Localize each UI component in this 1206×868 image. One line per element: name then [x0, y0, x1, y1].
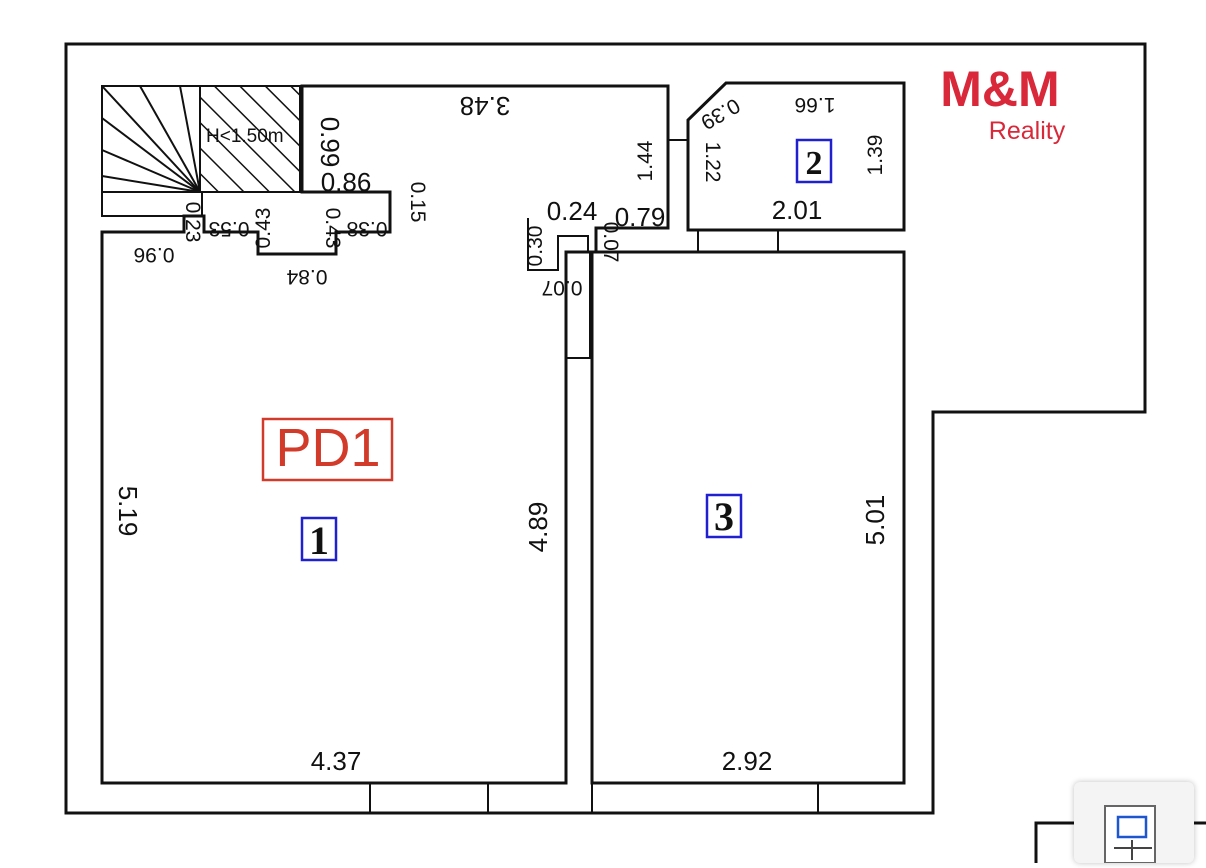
door-opening-room-2 [697, 229, 779, 253]
unit-label-frame [261, 417, 394, 482]
dim-0-30: 0.30 [524, 226, 547, 267]
dim-0-43-left: 0.43 [252, 208, 275, 249]
brand-logo-sub: Reality [989, 117, 1066, 145]
outer-wall [64, 42, 1147, 815]
room-2-number-frame [795, 138, 833, 184]
stair-treads [101, 85, 201, 193]
dim-0-07-bottom: 0.07 [542, 276, 583, 299]
unit-label: PD1 [275, 418, 380, 478]
dim-0-53: 0.53 [209, 217, 250, 240]
dim-3-48: 3.48 [460, 91, 511, 121]
low-height-hatch [199, 85, 301, 193]
dim-0-84: 0.84 [286, 265, 327, 288]
dim-0-79: 0.79 [615, 202, 666, 232]
stair-landing [101, 191, 203, 217]
room-1-number-frame [300, 516, 338, 562]
dim-0-96: 0.96 [134, 243, 175, 266]
floating-tool-widget[interactable] [1074, 782, 1194, 864]
dim-0-15: 0.15 [406, 182, 429, 223]
room-1-number: 1 [309, 518, 329, 563]
dim-2-92: 2.92 [722, 746, 773, 776]
dim-1-22: 1.22 [701, 142, 724, 183]
dim-0-24: 0.24 [547, 196, 598, 226]
dim-1-39: 1.39 [864, 135, 887, 176]
dim-1-66: 1.66 [795, 93, 836, 116]
door-opening-room-3 [591, 782, 819, 814]
room-3-number: 3 [714, 494, 734, 539]
dim-0-38: 0.38 [347, 217, 388, 240]
niche-outline [527, 218, 589, 271]
dim-4-37: 4.37 [311, 746, 362, 776]
dim-1-44: 1.44 [634, 140, 657, 181]
room-3-number-frame [705, 493, 743, 539]
dim-2-01: 2.01 [772, 195, 823, 225]
dim-4-89: 4.89 [523, 502, 553, 553]
door-opening-room-1 [369, 782, 489, 814]
dim-0-39: 0.39 [697, 93, 744, 133]
brand-logo: M&M [940, 61, 1059, 117]
dim-0-43-right: 0.43 [321, 208, 344, 249]
dim-0-07-right: 0.07 [599, 222, 622, 263]
chimney-shaft [565, 251, 591, 359]
room-2-number: 2 [806, 145, 823, 182]
room-2-outline [686, 81, 906, 232]
dim-0-99: 0.99 [315, 117, 345, 168]
dim-5-01: 5.01 [860, 495, 890, 546]
dim-0-23: 0.23 [181, 202, 204, 243]
dim-0-86: 0.86 [321, 167, 372, 197]
dim-5-19: 5.19 [113, 486, 143, 537]
room-3-outline [590, 250, 906, 785]
frame-tool-icon[interactable] [1074, 782, 1194, 864]
stair-height-note: H<1.50m [206, 126, 284, 147]
